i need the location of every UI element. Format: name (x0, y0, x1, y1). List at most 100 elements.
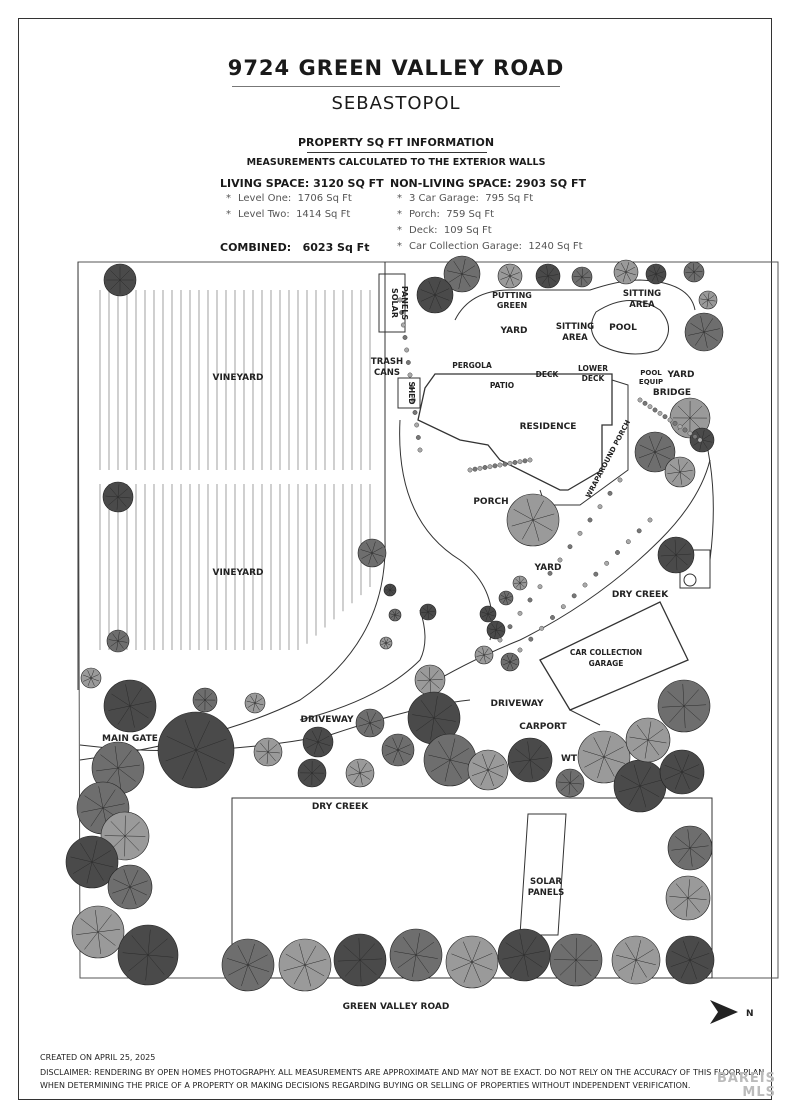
label-trash-cans: CANS (374, 368, 400, 378)
plant-icon (634, 431, 676, 473)
shrub-dot (517, 459, 523, 465)
shrub-dot (550, 615, 555, 620)
shrub-dot (687, 430, 693, 436)
title-divider (232, 86, 560, 87)
plant-icon (664, 456, 696, 488)
plant-icon (107, 864, 153, 910)
disclaimer-line: DISCLAIMER: RENDERING BY OPEN HOMES PHOT… (40, 1068, 765, 1077)
vineyard-rows (99, 290, 371, 650)
shrub-dot (412, 410, 418, 415)
plant-icon (613, 759, 667, 813)
shrub-dot (404, 347, 410, 353)
plant-icon (103, 263, 137, 297)
label-driveway: DRIVEWAY (300, 715, 353, 725)
plant-icon (65, 835, 119, 889)
plant-icon (91, 741, 145, 795)
plant-icon (102, 481, 134, 513)
plant-icon (498, 590, 514, 606)
shrub-dot (682, 427, 688, 433)
plant-icon (486, 620, 506, 640)
label-sitting-area: AREA (629, 300, 655, 310)
shrub-dot (657, 410, 663, 416)
label-putting-green: GREEN (497, 301, 527, 310)
plant-icon (443, 255, 481, 293)
sqft-note: MEASUREMENTS CALCULATED TO THE EXTERIOR … (246, 157, 546, 168)
shrub-dot (407, 372, 413, 378)
shrub-dot (477, 465, 483, 471)
shrub-dot (617, 477, 623, 483)
plant-icon (497, 928, 551, 982)
living-item: *Level Two: 1414 Sq Ft (226, 209, 351, 220)
label-solar-panels: SOLAR (390, 288, 399, 318)
shrub-dot (537, 584, 543, 590)
label-wt: WT (561, 754, 578, 764)
label-car-collection-garage: CAR COLLECTION (570, 648, 642, 657)
label-solar-panels: PANELS (528, 888, 565, 898)
shrub-dot (547, 570, 553, 576)
plant-icon (117, 924, 179, 986)
shrub-dot (539, 625, 545, 631)
label-deck: DECK (536, 370, 560, 379)
shrub-dot (642, 400, 648, 406)
shrub-dot (517, 647, 523, 653)
plant-icon (333, 933, 387, 987)
shrub-dot (414, 422, 420, 428)
shrub-dot (652, 407, 658, 413)
plant-icon (667, 825, 713, 871)
shrub-dot (487, 464, 493, 470)
plant-icon (698, 290, 718, 310)
shrub-dot (593, 571, 599, 577)
plant-icon (297, 758, 327, 788)
page-subtitle: SEBASTOPOL (331, 93, 461, 114)
plant-icon (659, 749, 705, 795)
shrub-dot (604, 560, 610, 566)
label-residence: RESIDENCE (520, 422, 577, 432)
plant-icon (389, 928, 443, 982)
shrub-dot (507, 460, 513, 466)
landscaping-plants (65, 255, 724, 992)
plant-icon (416, 276, 454, 314)
shrub-dot (615, 550, 620, 555)
label-wraparound-porch: WRAPAROUND PORCH (584, 419, 632, 500)
label-sitting-area: AREA (562, 333, 588, 343)
plant-icon (512, 575, 528, 591)
living-space-title: LIVING SPACE: 3120 SQ FT (220, 177, 384, 190)
label-putting-green: PUTTING (492, 291, 532, 300)
label-patio: PATIO (490, 381, 514, 390)
label-green-valley-road: GREEN VALLEY ROAD (343, 1002, 450, 1012)
plant-icon (71, 905, 125, 959)
plant-icon (157, 711, 235, 789)
shrub-dot (582, 582, 588, 588)
shrub-dot (637, 397, 643, 403)
plant-icon (684, 312, 724, 352)
plant-icon (657, 679, 711, 733)
shrub-dot (399, 310, 405, 315)
label-yard: YARD (666, 370, 694, 380)
label-dry-creek: DRY CREEK (312, 802, 369, 812)
plant-icon (506, 493, 560, 547)
shrub-dot (512, 460, 518, 465)
plant-icon (613, 259, 639, 285)
label-porch: PORCH (473, 497, 508, 507)
shrub-dot (405, 360, 411, 365)
plant-icon (625, 717, 671, 763)
non-living-item: *Porch: 759 Sq Ft (397, 209, 495, 220)
label-bridge: BRIDGE (653, 388, 691, 398)
plant-icon (497, 263, 523, 289)
label-pool: POOL (609, 323, 637, 333)
north-label: N (746, 1009, 754, 1019)
plant-icon (221, 938, 275, 992)
plant-icon (192, 687, 218, 713)
label-lower-deck: DECK (582, 374, 606, 383)
shrub-dot (528, 636, 534, 642)
plant-icon (357, 538, 387, 568)
label-pergola: PERGOLA (452, 361, 492, 370)
plant-icon (345, 758, 375, 788)
label-solar-panels: SOLAR (530, 877, 562, 887)
shrub-dot (417, 447, 423, 453)
plant-icon (383, 583, 397, 597)
living-item: *Level One: 1706 Sq Ft (226, 193, 352, 204)
plant-icon (106, 629, 130, 653)
label-dry-creek: DRY CREEK (612, 590, 669, 600)
